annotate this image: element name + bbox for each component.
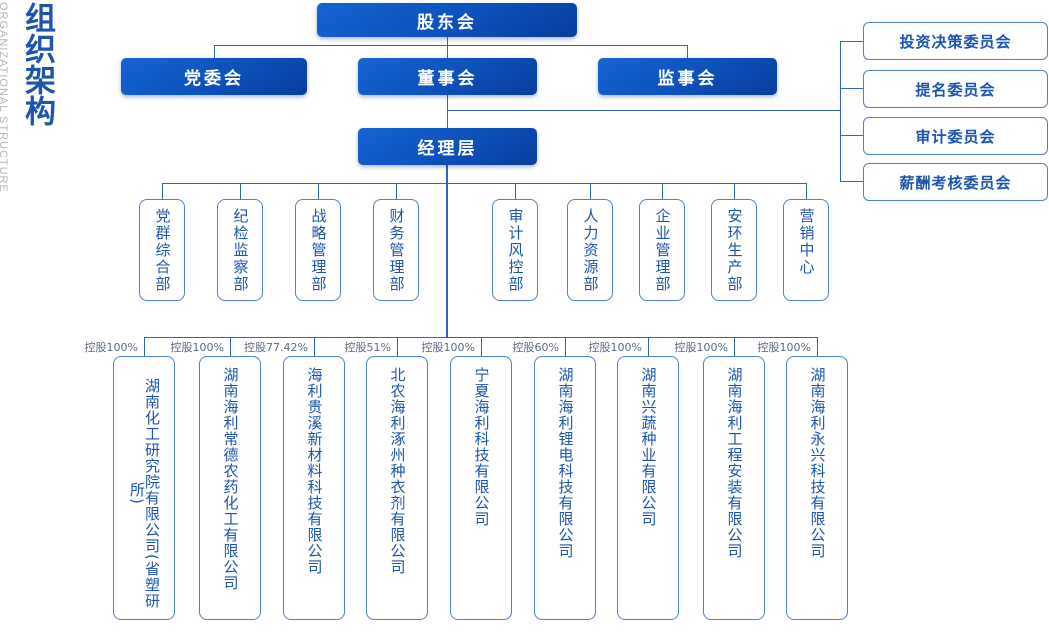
connector-line — [396, 183, 397, 199]
node-subsidiary: 宁夏海利科技有限公司 — [450, 356, 512, 620]
node-subsidiary: 湖南海利常德农药化工有限公司 — [199, 356, 261, 620]
node-audit-committee: 审计委员会 — [863, 117, 1048, 155]
connector-line — [687, 45, 688, 58]
node-department: 营销中心 — [783, 199, 829, 301]
connector-line — [446, 165, 448, 337]
connector-line — [662, 183, 663, 199]
connector-line — [734, 337, 735, 356]
shareholding-label: 控股51% — [344, 341, 391, 354]
node-subsidiary: 海利贵溪新材料科技有限公司 — [283, 356, 345, 620]
connector-line — [806, 183, 807, 199]
department-label: 审计风控部 — [506, 208, 525, 293]
node-department: 党群综合部 — [139, 199, 185, 301]
node-subsidiary: 湖南化工研究院有限公司(省塑研所) — [113, 356, 175, 620]
connector-line — [447, 95, 448, 128]
node-subsidiary: 湖南海利锂电科技有限公司 — [534, 356, 596, 620]
department-label: 安环生产部 — [725, 208, 744, 293]
connector-line — [734, 183, 735, 199]
node-subsidiary: 湖南海利永兴科技有限公司 — [786, 356, 848, 620]
node-subsidiary: 湖南海利工程安装有限公司 — [703, 356, 765, 620]
node-department: 安环生产部 — [711, 199, 757, 301]
connector-line — [144, 337, 145, 356]
connector-line — [840, 88, 863, 89]
node-nomination-committee: 提名委员会 — [863, 70, 1048, 108]
connector-line — [817, 337, 818, 356]
node-investment-decision-committee: 投资决策委员会 — [863, 22, 1048, 60]
connector-line — [648, 337, 649, 356]
department-label: 企业管理部 — [653, 208, 672, 293]
department-label: 战略管理部 — [309, 208, 328, 293]
connector-line — [840, 181, 863, 182]
shareholding-label: 控股77.42% — [244, 341, 308, 354]
department-label: 党群综合部 — [153, 208, 172, 293]
subsidiary-name: 海利贵溪新材料科技有限公司 — [305, 367, 324, 575]
shareholding-label: 控股100% — [674, 341, 728, 354]
department-label: 财务管理部 — [387, 208, 406, 293]
node-department: 企业管理部 — [639, 199, 685, 301]
subsidiary-name: 湖南海利永兴科技有限公司 — [808, 367, 827, 559]
node-supervisory-board: 监事会 — [598, 58, 777, 95]
node-department: 财务管理部 — [373, 199, 419, 301]
connector-line — [314, 337, 315, 356]
subsidiary-name: 宁夏海利科技有限公司 — [472, 367, 491, 527]
node-department: 审计风控部 — [492, 199, 538, 301]
subsidiary-name: 湖南海利工程安装有限公司 — [725, 367, 744, 559]
subsidiary-name: 湖南海利锂电科技有限公司 — [556, 367, 575, 559]
shareholding-label: 控股100% — [588, 341, 642, 354]
node-subsidiary: 湖南兴蔬种业有限公司 — [617, 356, 679, 620]
subsidiary-name: 湖南兴蔬种业有限公司 — [639, 367, 658, 527]
connector-line — [840, 41, 841, 182]
subsidiary-name: 湖南化工研究院有限公司(省塑研所) — [128, 377, 161, 609]
connector-line — [240, 183, 241, 199]
node-subsidiary: 北农海利涿州种衣剂有限公司 — [366, 356, 428, 620]
node-compensation-assessment-committee: 薪酬考核委员会 — [863, 163, 1048, 201]
node-board-of-directors: 董事会 — [358, 58, 537, 95]
page-title-english: ORGANIZATIONAL STRUCTURE — [0, 2, 9, 193]
connector-line — [590, 183, 591, 199]
node-management-layer: 经理层 — [358, 128, 537, 165]
connector-line — [447, 37, 448, 58]
node-department: 纪检监察部 — [217, 199, 263, 301]
node-department: 人力资源部 — [567, 199, 613, 301]
department-label: 纪检监察部 — [231, 208, 250, 293]
page-title: 组织架构 — [19, 2, 55, 126]
department-label: 人力资源部 — [581, 208, 600, 293]
shareholding-label: 控股60% — [512, 341, 559, 354]
subsidiary-name: 湖南海利常德农药化工有限公司 — [221, 367, 240, 591]
connector-line — [515, 183, 516, 199]
connector-line — [214, 45, 687, 46]
node-party-committee: 党委会 — [121, 58, 307, 95]
node-department: 战略管理部 — [295, 199, 341, 301]
shareholding-label: 控股100% — [757, 341, 811, 354]
department-label: 营销中心 — [797, 208, 816, 276]
connector-line — [162, 183, 806, 184]
shareholding-label: 控股100% — [84, 341, 138, 354]
shareholding-label: 控股100% — [170, 341, 224, 354]
connector-line — [565, 337, 566, 356]
connector-line — [481, 337, 482, 356]
connector-line — [144, 337, 817, 338]
connector-line — [318, 183, 319, 199]
connector-line — [397, 337, 398, 356]
connector-line — [230, 337, 231, 356]
connector-line — [447, 110, 840, 111]
connector-line — [840, 41, 863, 42]
subsidiary-name: 北农海利涿州种衣剂有限公司 — [388, 367, 407, 575]
node-shareholders-meeting: 股东会 — [317, 3, 577, 37]
shareholding-label: 控股100% — [421, 341, 475, 354]
connector-line — [214, 45, 215, 58]
connector-line — [162, 183, 163, 199]
connector-line — [840, 135, 863, 136]
